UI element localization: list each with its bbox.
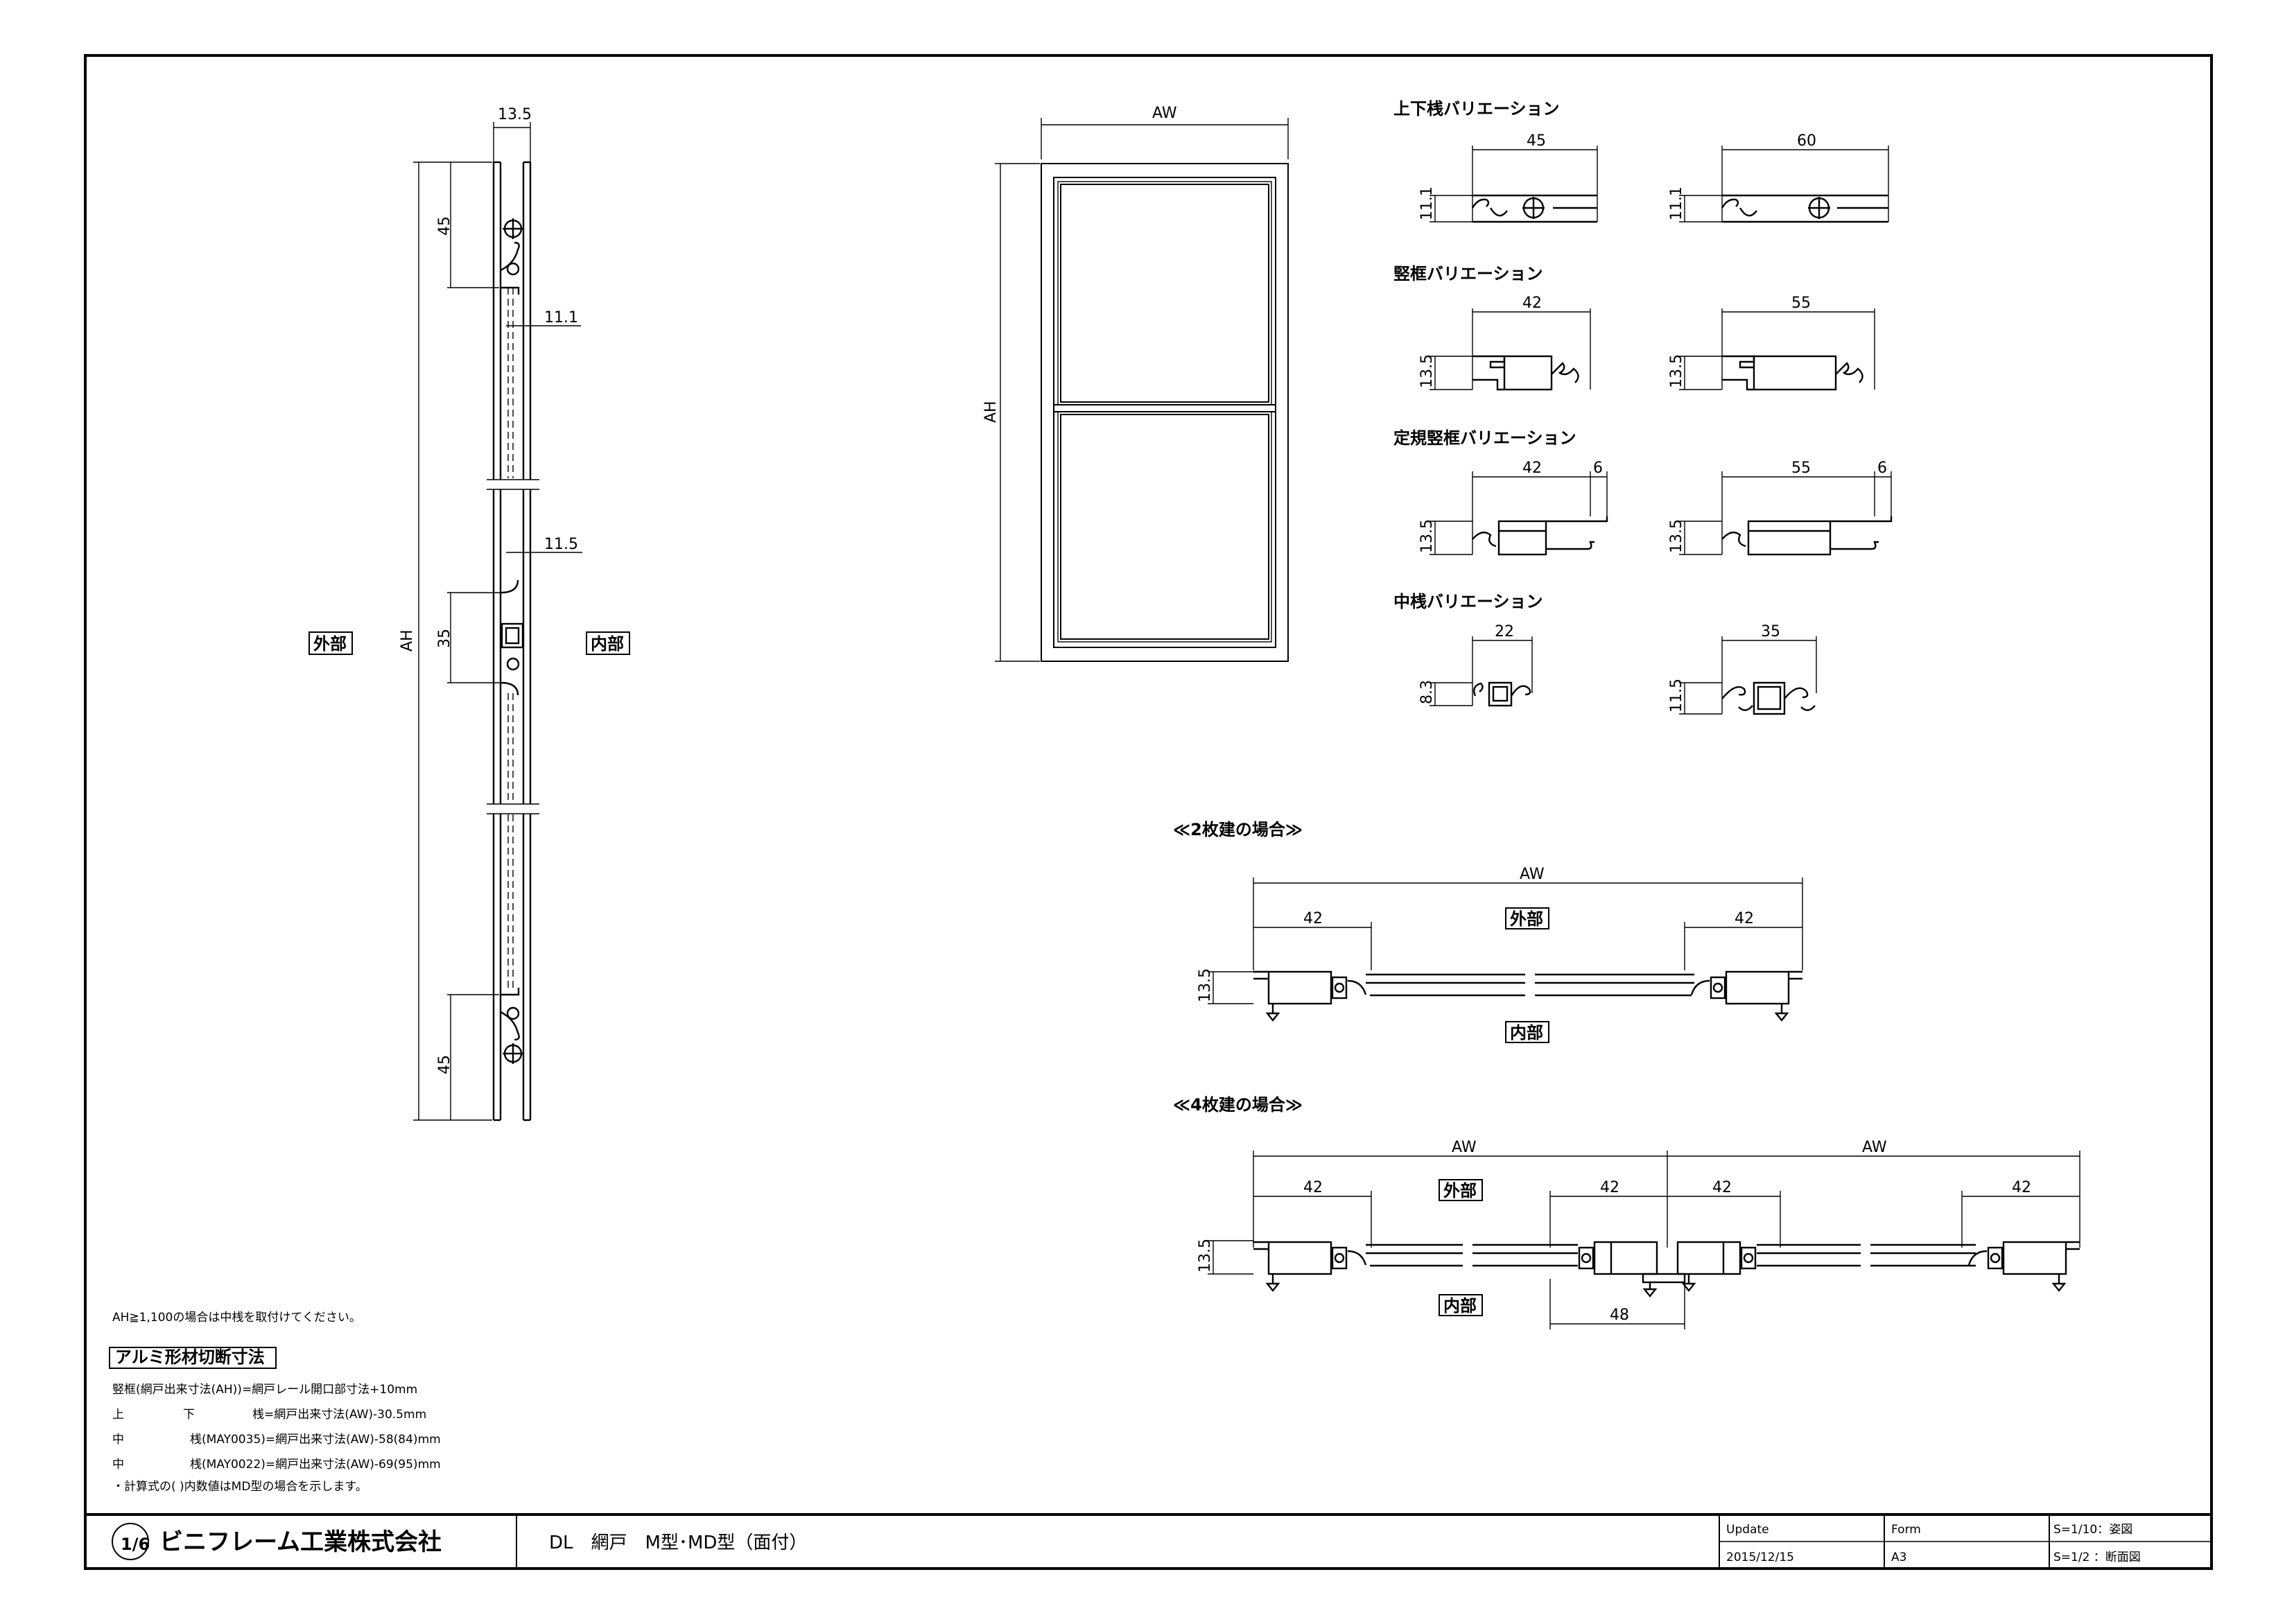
var-mid-title: 中桟バリエーション xyxy=(1393,592,1543,611)
four-panel-d2: 42 xyxy=(1600,1179,1619,1196)
sheet-border xyxy=(84,54,2213,1570)
dim-mid: 35 xyxy=(436,629,453,648)
elevation-view: AW AH xyxy=(982,105,1289,662)
section-inside-label: 内部 xyxy=(591,634,624,654)
four-panel-plan: ≪4枚建の場合≫ AW AW 42 42 42 42 外部 内部 13.5 48 xyxy=(1173,1095,2080,1329)
note-line2c: 桟=網戸出来寸法(AW)-30.5mm xyxy=(252,1408,426,1422)
form-label: Form xyxy=(1891,1523,1921,1537)
four-panel-outside: 外部 xyxy=(1443,1181,1477,1200)
note-line2b: 下 xyxy=(183,1408,195,1422)
scale-1: S=1/10：姿図 xyxy=(2053,1523,2132,1537)
elevation-outer-frame xyxy=(1041,163,1289,662)
four-panel-title: ≪4枚建の場合≫ xyxy=(1173,1095,1303,1115)
var-mid-a-w: 22 xyxy=(1495,623,1514,640)
var-mid-b-h: 11.5 xyxy=(1668,679,1685,713)
vertical-section: 13.5 AH 45 11.1 11.5 35 45 xyxy=(309,106,630,1121)
var-topbottom-a-w: 45 xyxy=(1527,132,1546,150)
dim-rail-top: 45 xyxy=(436,216,453,236)
two-panel-right: 42 xyxy=(1735,910,1754,927)
elevation-ah-label: AH xyxy=(982,401,1000,423)
update-date: 2015/12/15 xyxy=(1726,1551,1794,1564)
dim-top-width: 13.5 xyxy=(498,106,532,123)
title-block: 1/6 ビニフレーム工業株式会社 DL 網戸 M型･MD型（面付） Update… xyxy=(85,1513,2212,1569)
scale-2: S=1/2 ：断面図 xyxy=(2053,1551,2141,1564)
dim-gap2: 11.5 xyxy=(544,536,578,553)
four-panel-aw2: AW xyxy=(1862,1139,1887,1156)
note-line2a: 上 xyxy=(112,1408,124,1422)
two-panel-aw: AW xyxy=(1520,866,1545,883)
var-stdstile-a-w2: 6 xyxy=(1593,460,1603,477)
dim-gap1: 11.1 xyxy=(544,309,578,326)
note-line3c: 桟(MAY0035)=網戸出来寸法(AW)-58(84)mm xyxy=(190,1433,441,1447)
var-stdstile-a-w: 42 xyxy=(1522,460,1542,477)
drawing-title: DL 網戸 M型･MD型（面付） xyxy=(549,1533,807,1553)
var-stile-b-w: 55 xyxy=(1791,295,1811,312)
var-stile-b-h: 13.5 xyxy=(1668,354,1685,388)
company-logo-icon: 1/6 xyxy=(112,1523,150,1560)
var-stdstile-a-h: 13.5 xyxy=(1418,519,1436,553)
note-line3a: 中 xyxy=(112,1433,124,1447)
four-panel-aw1: AW xyxy=(1452,1139,1477,1156)
var-stdstile-title: 定規竪框バリエーション xyxy=(1393,428,1576,448)
var-stdstile-b-h: 13.5 xyxy=(1668,519,1685,553)
two-panel-outside: 外部 xyxy=(1510,909,1543,929)
two-panel-left: 42 xyxy=(1303,910,1323,927)
var-topbottom-b-h: 11.1 xyxy=(1668,186,1685,220)
var-topbottom-a-h: 11.1 xyxy=(1418,186,1436,220)
section-ah-label: AH xyxy=(399,629,416,652)
four-panel-d1: 42 xyxy=(1303,1179,1323,1196)
elevation-aw-label: AW xyxy=(1152,105,1177,122)
two-panel-inside: 内部 xyxy=(1510,1023,1543,1042)
svg-text:1/6: 1/6 xyxy=(121,1535,150,1554)
note-line4a: 中 xyxy=(112,1458,124,1472)
notes-block: AH≧1,100の場合は中桟を取付けてください。 アルミ形材切断寸法 竪框(網戸… xyxy=(109,1311,441,1494)
var-stdstile-b-w2: 6 xyxy=(1877,460,1887,477)
var-mid-a-h: 8.3 xyxy=(1418,680,1436,704)
var-topbottom-title: 上下桟バリエーション xyxy=(1393,99,1560,119)
variations-panel: 上下桟バリエーション 45 11.1 60 11.1 xyxy=(1393,99,1893,715)
four-panel-d4: 42 xyxy=(2012,1179,2031,1196)
update-label: Update xyxy=(1726,1523,1769,1537)
note-ah: AH≧1,100の場合は中桟を取付けてください。 xyxy=(112,1311,361,1325)
four-panel-d3: 42 xyxy=(1712,1179,1732,1196)
two-panel-plan: ≪2枚建の場合≫ AW 42 42 外部 内部 13.5 xyxy=(1173,820,1803,1043)
form-value: A3 xyxy=(1891,1551,1906,1564)
var-stdstile-b-w: 55 xyxy=(1791,460,1811,477)
var-stile-a-w: 42 xyxy=(1522,295,1542,312)
note-cut-title: アルミ形材切断寸法 xyxy=(115,1347,265,1367)
company-name: ビニフレーム工業株式会社 xyxy=(159,1528,442,1556)
section-outside-label: 外部 xyxy=(313,634,347,654)
var-stile-a-h: 13.5 xyxy=(1418,354,1436,388)
four-panel-overlap: 48 xyxy=(1610,1307,1629,1324)
four-panel-h: 13.5 xyxy=(1197,1239,1214,1273)
var-stile-title: 竪框バリエーション xyxy=(1393,264,1543,283)
four-panel-inside: 内部 xyxy=(1443,1296,1477,1316)
dim-rail-bottom: 45 xyxy=(436,1055,453,1074)
var-topbottom-b-w: 60 xyxy=(1797,132,1816,150)
two-panel-title: ≪2枚建の場合≫ xyxy=(1173,820,1303,839)
two-panel-h: 13.5 xyxy=(1197,968,1214,1002)
note-line1: 竪框(網戸出来寸法(AH))=網戸レール開口部寸法+10mm xyxy=(112,1383,417,1397)
var-mid-b-w: 35 xyxy=(1761,623,1780,640)
note-line4c: 桟(MAY0022)=網戸出来寸法(AW)-69(95)mm xyxy=(190,1458,441,1472)
note-line5: ・計算式の( )内数値はMD型の場合を示します。 xyxy=(112,1480,367,1494)
